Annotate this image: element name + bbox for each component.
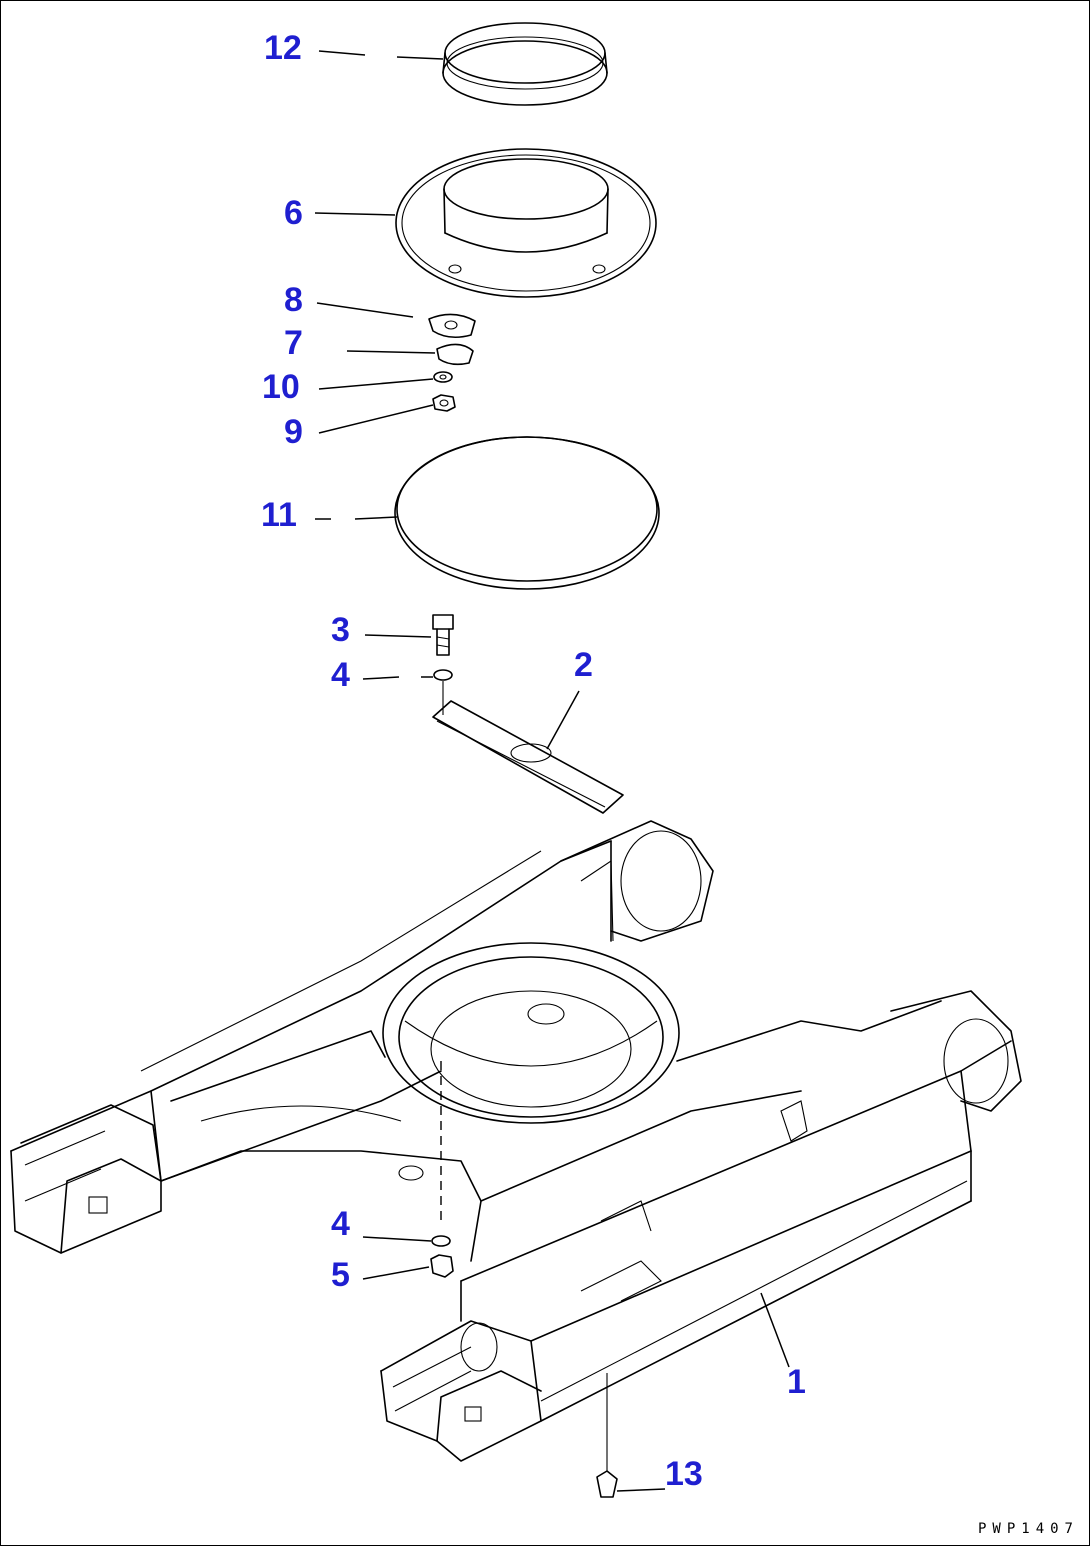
- callout-7: 7: [284, 324, 303, 362]
- callout-11: 11: [261, 496, 297, 534]
- callout-1: 1: [787, 1363, 806, 1401]
- part-11-o-ring: [394, 436, 660, 590]
- callout-5: 5: [331, 1256, 350, 1294]
- part-12-seal-ring: [442, 22, 608, 106]
- part-8-plate: [428, 313, 476, 339]
- part-1-track-frame: [10, 820, 1022, 1462]
- callout-8: 8: [284, 281, 303, 319]
- callout-6: 6: [284, 194, 303, 232]
- part-7-gasket: [436, 343, 474, 366]
- callout-9: 9: [284, 413, 303, 451]
- drawing-reference-code: PWP1407: [977, 1521, 1079, 1537]
- part-4-washer-lower: [431, 1235, 451, 1247]
- part-3-bolt: [432, 614, 454, 656]
- callout-3: 3: [331, 611, 350, 649]
- callout-12: 12: [264, 29, 302, 67]
- part-5-nut: [430, 1254, 454, 1278]
- part-4-washer-upper: [433, 669, 453, 715]
- callout-4-lower: 4: [331, 1205, 350, 1243]
- leader-lines: [314, 50, 790, 1492]
- part-10-washer: [433, 371, 453, 383]
- callout-13: 13: [665, 1455, 703, 1493]
- part-2-cover-plate: [432, 700, 624, 814]
- callout-10: 10: [262, 368, 300, 406]
- part-9-nut: [432, 394, 456, 412]
- part-6-cover: [395, 148, 657, 298]
- callout-2: 2: [574, 646, 593, 684]
- callout-4-upper: 4: [331, 656, 350, 694]
- part-13-grease-fitting: [596, 1373, 618, 1498]
